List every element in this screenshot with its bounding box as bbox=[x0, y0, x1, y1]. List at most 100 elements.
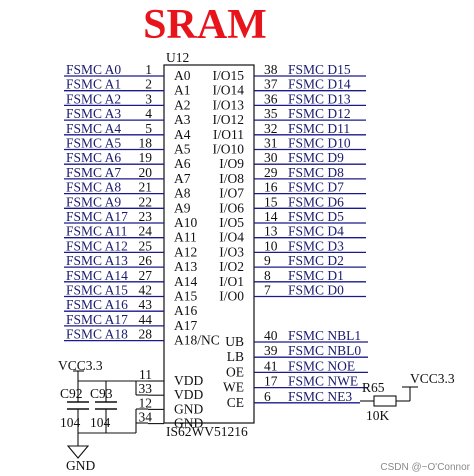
address-pin-number: 24 bbox=[139, 224, 153, 239]
watermark: CSDN @~O'Connor bbox=[380, 462, 470, 473]
control-net-label: FSMC NE3 bbox=[288, 389, 352, 404]
address-pin-number: 1 bbox=[145, 62, 152, 77]
address-pin-number: 22 bbox=[139, 194, 153, 209]
control-pin-number: 17 bbox=[264, 374, 278, 389]
address-net-label: FSMC A7 bbox=[66, 165, 121, 180]
control-pin-name: CE bbox=[227, 395, 244, 410]
data-pin-number: 38 bbox=[264, 62, 278, 77]
address-pin-number: 43 bbox=[139, 297, 153, 312]
gnd-icon bbox=[66, 445, 90, 459]
address-net-label: FSMC A2 bbox=[66, 91, 121, 106]
control-pin-number: 39 bbox=[264, 343, 278, 358]
address-pin-name: A15 bbox=[174, 289, 197, 304]
address-pin-row: FSMC A7 20 A7 bbox=[64, 165, 191, 186]
address-pin-name: A10 bbox=[174, 215, 197, 230]
address-pin-number: 23 bbox=[139, 209, 153, 224]
address-pin-number: 4 bbox=[145, 106, 152, 121]
data-pin-name: I/O10 bbox=[213, 142, 245, 157]
power-pin-row: 34 GND bbox=[139, 410, 204, 431]
address-net-label: FSMC A18 bbox=[66, 327, 128, 342]
power-pin-name: GND bbox=[174, 416, 203, 431]
sram-chip: U12 IS62WV51216 bbox=[163, 50, 255, 439]
address-pin-name: A6 bbox=[174, 156, 191, 171]
power-pin-number: 34 bbox=[139, 410, 153, 425]
data-net-label: FSMC D12 bbox=[288, 106, 351, 121]
r65-ref: R65 bbox=[362, 380, 385, 395]
data-pin-name: I/O6 bbox=[219, 200, 244, 215]
data-net-label: FSMC D3 bbox=[288, 238, 344, 253]
data-net-label: FSMC D9 bbox=[288, 150, 344, 165]
address-pin-name: A9 bbox=[174, 200, 191, 215]
address-pin-number: 20 bbox=[139, 165, 153, 180]
address-net-label: FSMC A13 bbox=[66, 253, 128, 268]
address-net-label: FSMC A1 bbox=[66, 77, 121, 92]
address-pin-name: A0 bbox=[174, 68, 191, 83]
power-pin-name: GND bbox=[174, 401, 203, 416]
address-net-label: FSMC A6 bbox=[66, 150, 121, 165]
address-pin-name: A2 bbox=[174, 97, 191, 112]
chip-body bbox=[163, 64, 255, 424]
control-pin-name: LB bbox=[227, 349, 244, 364]
r65-value: 10K bbox=[366, 408, 390, 423]
address-pin-name: A16 bbox=[174, 303, 197, 318]
data-pin-name: I/O3 bbox=[219, 244, 244, 259]
schematic-title: SRAM bbox=[143, 2, 267, 48]
address-pin-number: 25 bbox=[139, 238, 153, 253]
data-pin-name: I/O5 bbox=[219, 215, 244, 230]
address-pin-name: A14 bbox=[174, 274, 197, 289]
data-pin-number: 36 bbox=[264, 91, 278, 106]
power-pin-number: 33 bbox=[139, 381, 153, 396]
data-pin-name: I/O7 bbox=[219, 186, 244, 201]
ce-pullup: R65 10K VCC3.3 bbox=[360, 371, 455, 423]
data-net-label: FSMC D4 bbox=[288, 224, 344, 239]
power-pin-name: VDD bbox=[174, 387, 203, 402]
address-net-label: FSMC A17 bbox=[66, 209, 128, 224]
r65-body bbox=[373, 395, 397, 407]
data-net-label: FSMC D1 bbox=[288, 268, 344, 283]
address-pin-name: A13 bbox=[174, 259, 197, 274]
address-pin-name: A7 bbox=[174, 171, 191, 186]
address-net-label: FSMC A12 bbox=[66, 238, 128, 253]
control-net-label: FSMC NOE bbox=[288, 358, 355, 373]
control-pin-number: 6 bbox=[264, 389, 271, 404]
data-net-label: FSMC D2 bbox=[288, 253, 344, 268]
data-pin-name: I/O4 bbox=[219, 230, 244, 245]
data-pin-number: 37 bbox=[264, 77, 278, 92]
data-net-label: FSMC D15 bbox=[288, 62, 351, 77]
address-pin-number: 26 bbox=[139, 253, 153, 268]
address-pin-name: A8 bbox=[174, 186, 191, 201]
address-net-label: FSMC A9 bbox=[66, 194, 121, 209]
data-net-label: FSMC D8 bbox=[288, 165, 344, 180]
data-pin-name: I/O8 bbox=[219, 171, 244, 186]
address-pin-row: FSMC A9 22 A9 bbox=[64, 194, 191, 215]
data-pin-name: I/O2 bbox=[219, 259, 244, 274]
address-pin-number: 21 bbox=[139, 180, 153, 195]
data-net-label: FSMC D6 bbox=[288, 194, 344, 209]
address-net-label: FSMC A15 bbox=[66, 283, 128, 298]
